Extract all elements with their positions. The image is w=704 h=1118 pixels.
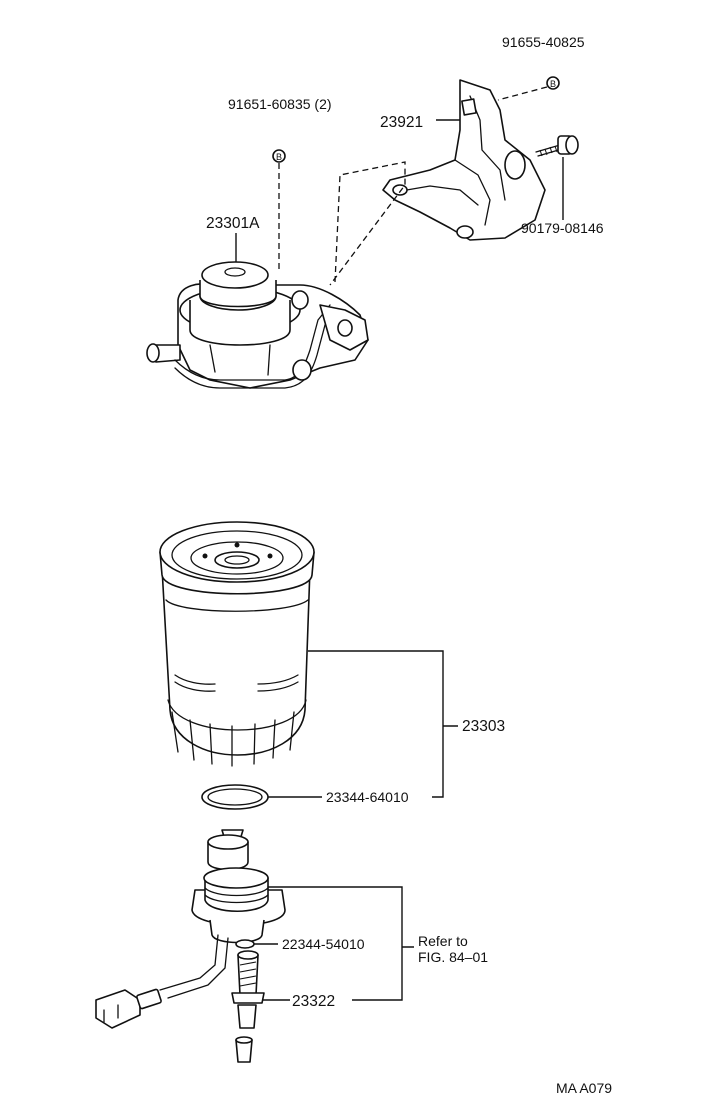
label-22344-54010: 22344-54010	[282, 936, 365, 952]
o-ring-22344-54010	[235, 939, 255, 949]
label-91655-40825: 91655-40825	[502, 34, 585, 50]
label-23344-64010: 23344-64010	[326, 789, 409, 805]
label-91651-60835: 91651-60835 (2)	[228, 96, 332, 112]
figure-code: MA A079	[556, 1080, 612, 1096]
bolt-90179-08146	[535, 135, 579, 157]
svg-text:B: B	[276, 152, 282, 162]
sensor-assembly	[95, 829, 286, 1029]
label-23303: 23303	[462, 718, 505, 735]
label-23921: 23921	[380, 114, 423, 131]
label-refer-to: Refer to	[418, 933, 468, 949]
filter-element-23303	[159, 521, 315, 767]
filter-head-23301A	[146, 261, 369, 389]
leader-bracket-to-head	[329, 161, 406, 286]
label-23322: 23322	[292, 993, 335, 1010]
bracket-23921	[382, 79, 546, 241]
bolt-marker-left: B	[272, 149, 286, 163]
label-90179-08146: 90179-08146	[521, 220, 604, 236]
leader-23303	[308, 650, 458, 798]
label-23301A: 23301A	[206, 215, 260, 232]
drain-plug-23322	[231, 950, 265, 1063]
o-ring-23344-64010	[201, 784, 269, 810]
bolt-marker-label: B	[550, 79, 556, 89]
label-fig-reference: FIG. 84–01	[418, 949, 488, 965]
leader-bolt-top	[497, 86, 548, 101]
bolt-marker-top: B	[546, 76, 560, 90]
leader-23322-group	[268, 886, 414, 1001]
